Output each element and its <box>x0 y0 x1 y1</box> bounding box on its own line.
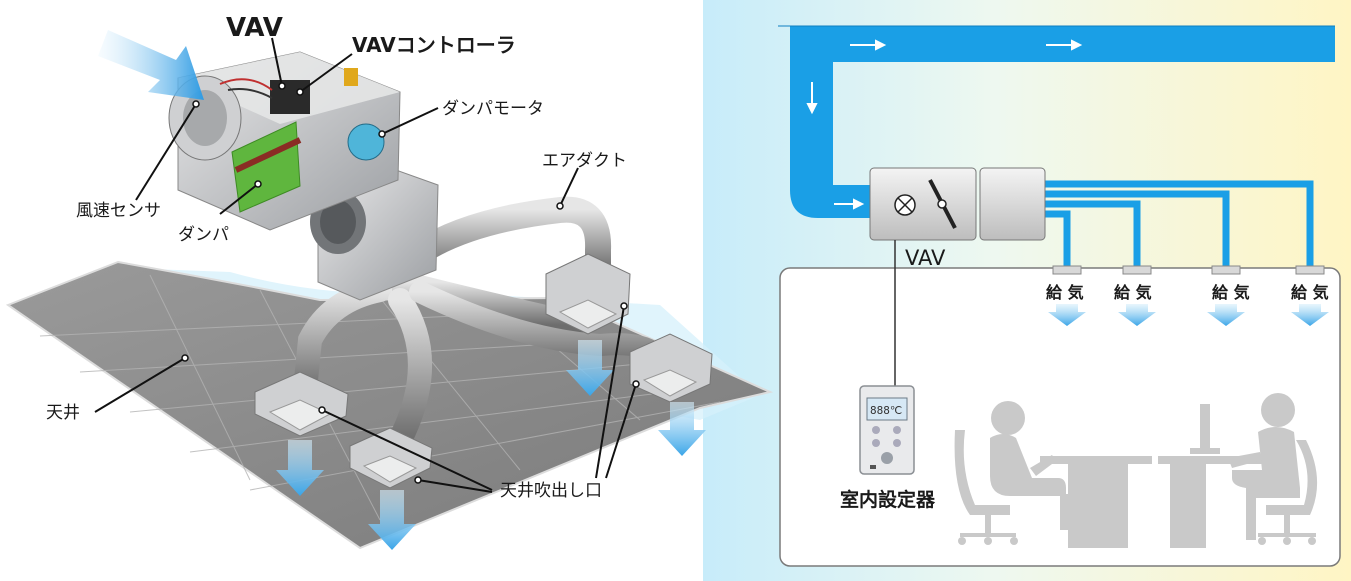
supply-label: 給 気 <box>1114 283 1152 302</box>
thermostat-display: 888℃ <box>870 404 902 417</box>
supply-label: 給 気 <box>1212 283 1250 302</box>
ceiling-label: 天井 <box>46 403 80 423</box>
supply-arrow-icon <box>1207 304 1245 326</box>
room-thermostat: 888℃ <box>859 385 915 475</box>
airflow-sensor-label: 風速センサ <box>76 201 161 221</box>
damper-label: ダンパ <box>178 225 229 245</box>
supply-outlet-2: 給 気 <box>1114 265 1156 326</box>
vav-controller-label: VAVコントローラ <box>352 33 516 57</box>
ceiling-diffuser-4 <box>629 333 713 403</box>
damper-green-plate <box>231 121 301 213</box>
branch-ducts <box>1045 180 1314 266</box>
supply-outlet-3: 給 気 <box>1207 265 1250 326</box>
thermostat-label: 室内設定器 <box>840 488 936 511</box>
ceiling-diffuser-3 <box>545 253 631 335</box>
vav-schematic-label: VAV <box>905 246 946 270</box>
outlet-airflow-arrows <box>276 340 706 550</box>
supply-arrow-icon <box>1291 304 1329 326</box>
ceiling-diffuser-2 <box>349 427 433 489</box>
schematic-panel: VAV 給 気 給 気 給 気 給 気 888℃ <box>703 0 1351 581</box>
vav-controller-3d <box>270 80 310 114</box>
supply-label: 給 気 <box>1291 283 1329 302</box>
vav-3d-illustration: VAV VAVコントローラ ダンパモータ エアダクト 風速センサ ダンパ 天井 … <box>5 13 774 550</box>
supply-arrow-icon <box>1048 304 1086 326</box>
vav-unit-schematic <box>869 167 1046 241</box>
callout-leader-lines <box>94 37 637 493</box>
duct-flow-arrows <box>806 39 1083 210</box>
air-duct-label: エアダクト <box>542 151 627 171</box>
supply-label: 給 気 <box>1046 283 1084 302</box>
ceiling-diffuser-1 <box>254 371 349 437</box>
inlet-airflow-arrow-icon <box>98 30 204 100</box>
damper-motor-label: ダンパモータ <box>442 99 544 119</box>
vav-title: VAV <box>226 13 283 43</box>
supply-outlet-1: 給 気 <box>1046 265 1086 326</box>
damper-motor-3d <box>347 123 385 161</box>
office-workers-illustration <box>954 393 1318 548</box>
supply-outlet-4: 給 気 <box>1291 265 1329 326</box>
ceiling-outlet-label: 天井吹出し口 <box>500 481 602 501</box>
main-supply-duct <box>778 26 1335 218</box>
supply-arrow-icon <box>1118 304 1156 326</box>
